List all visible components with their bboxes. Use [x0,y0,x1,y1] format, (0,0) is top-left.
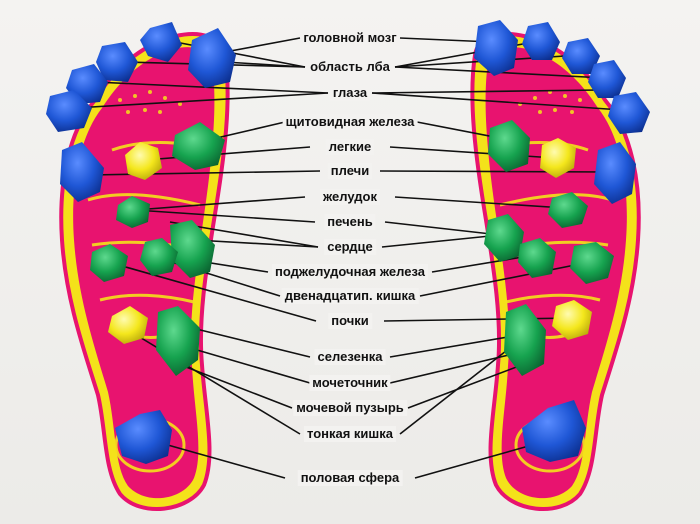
label-pancreas: поджелудочная железа [272,264,428,280]
label-liver: печень [324,214,376,230]
label-ureter: мочеточник [309,375,391,391]
label-duodenum: двенадцатип. кишка [281,288,419,304]
label-genitals: половая сфера [297,470,403,486]
label-kidneys: почки [328,313,372,329]
label-thyroid: щитовидная железа [282,114,418,130]
label-lungs: легкие [325,139,375,155]
label-heart: сердце [324,239,376,255]
label-shoulders: плечи [327,163,373,179]
label-bladder: мочевой пузырь [293,400,407,416]
markers-right [474,20,650,462]
label-small-intestine: тонкая кишка [304,426,396,442]
label-eyes: глаза [329,85,371,101]
label-forehead: область лба [307,59,393,75]
label-stomach: желудок [320,189,380,205]
label-brain: головной мозг [300,30,400,46]
markers-left [46,22,236,464]
label-spleen: селезенка [314,349,386,365]
